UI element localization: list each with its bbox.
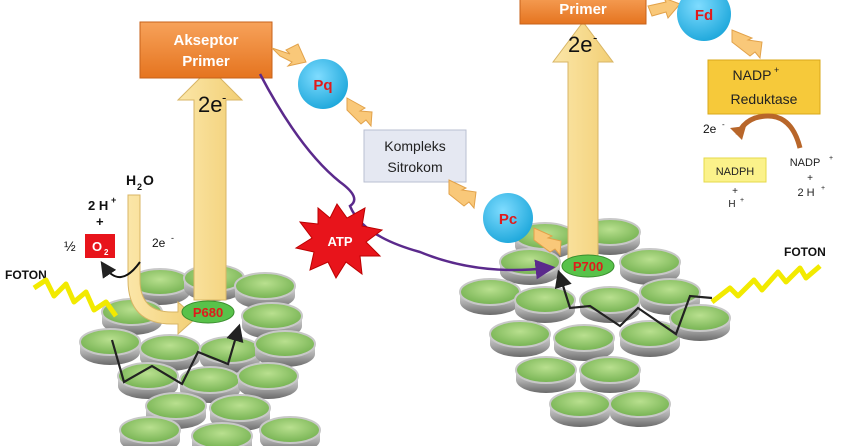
atp-burst: ATP <box>294 203 384 280</box>
akseptor-primer-box-right: Primer <box>519 0 647 25</box>
electron-arrow-ps2: 2e - <box>176 67 244 301</box>
fd-circle: Fd <box>677 0 731 41</box>
electron-label-right: 2e <box>568 32 592 57</box>
electron-small-sup: - <box>171 233 174 243</box>
nadp-two-h-sup: + <box>821 185 825 192</box>
nadp-plus-label: NADP <box>790 157 821 169</box>
fd-label: Fd <box>695 7 713 24</box>
thylakoid-disc <box>259 416 321 446</box>
electron-sup-left: - <box>222 90 226 105</box>
electron-label-left: 2e <box>198 92 222 117</box>
akseptor-label-line2: Primer <box>182 53 230 70</box>
half-label: ½ <box>64 238 76 254</box>
nadp-reduktase-line1: NADP <box>733 67 772 83</box>
two-h-plus: 2 H <box>88 198 108 213</box>
thylakoid-disc <box>579 356 641 393</box>
thylakoid-disc <box>254 330 316 367</box>
pc-label: Pc <box>499 211 517 228</box>
primer-label-top: Primer <box>559 1 607 18</box>
photosystem-i-disc-stack <box>459 218 731 427</box>
foton-label-left: FOTON <box>5 268 47 282</box>
excitation-path-ps2 <box>110 323 244 386</box>
pc-circle: Pc <box>483 193 533 243</box>
thylakoid-disc <box>553 324 615 361</box>
thylakoid-disc <box>609 390 671 427</box>
foton-label-right: FOTON <box>784 245 826 259</box>
akseptor-label-line1: Akseptor <box>173 32 238 49</box>
photon-wave-right <box>710 264 822 304</box>
pq-circle: Pq <box>298 59 348 109</box>
kompleks-sitrokom-box: Kompleks Sitrokom <box>363 129 467 183</box>
o2-box: O 2 <box>85 234 115 258</box>
electron-nadp-label: 2e <box>703 122 717 136</box>
electron-transport-line <box>258 73 556 280</box>
o2-o: O <box>92 239 102 254</box>
thylakoid-disc <box>515 356 577 393</box>
h2o-sub: 2 <box>137 182 142 192</box>
electron-small-label: 2e <box>152 236 166 250</box>
nadph-label: NADPH <box>716 166 755 178</box>
o2-release-arrow <box>100 261 141 279</box>
pq-label: Pq <box>313 77 332 94</box>
thylakoid-disc <box>459 278 521 315</box>
electron-nadp-sup: - <box>722 120 725 129</box>
kompleks-label-line2: Sitrokom <box>387 159 442 175</box>
nadph-h-sup: + <box>740 197 744 204</box>
thylakoid-disc <box>489 320 551 357</box>
electron-sup-right: - <box>593 30 597 45</box>
thylakoid-disc <box>234 272 296 309</box>
o2-sub: 2 <box>104 248 109 257</box>
chain-arrows <box>271 0 763 257</box>
thylakoid-disc <box>549 390 611 427</box>
plus-sign: + <box>96 214 104 229</box>
thylakoid-disc <box>514 286 576 323</box>
nadph-box: NADPH <box>703 157 767 183</box>
excitation-path-ps1 <box>554 269 713 336</box>
nadp-reduktase-sup: + <box>774 65 779 75</box>
nadp-plus-sup: + <box>829 155 833 162</box>
thylakoid-disc <box>119 416 181 446</box>
p680-label: P680 <box>193 305 223 320</box>
nadp-plus-plus: + <box>807 173 813 184</box>
thylakoid-disc <box>79 328 141 365</box>
p700-reaction-center: P700 <box>561 254 615 278</box>
electron-arrow-ps1: 2e - <box>552 21 614 263</box>
nadp-two-h: 2 H <box>797 187 814 199</box>
nadp-curve-arrow <box>735 113 803 149</box>
two-h-plus-sup: + <box>111 195 116 205</box>
nadp-reduktase-line2: Reduktase <box>731 91 798 107</box>
h2o-h: H <box>126 172 136 188</box>
kompleks-label-line1: Kompleks <box>384 138 445 154</box>
thylakoid-disc <box>499 248 561 285</box>
photon-wave-left <box>32 277 119 318</box>
p680-reaction-center: P680 <box>181 300 235 324</box>
p700-label: P700 <box>573 259 603 274</box>
atp-label: ATP <box>327 234 352 249</box>
thylakoid-disc <box>191 422 253 446</box>
thylakoid-disc <box>237 362 299 399</box>
nadph-plus: + <box>732 186 738 197</box>
h2o-o: O <box>143 172 154 188</box>
nadp-reduktase-box: NADP + Reduktase <box>707 59 821 115</box>
nadph-h: H <box>728 199 735 210</box>
akseptor-primer-box-left: Akseptor Primer <box>139 21 273 79</box>
